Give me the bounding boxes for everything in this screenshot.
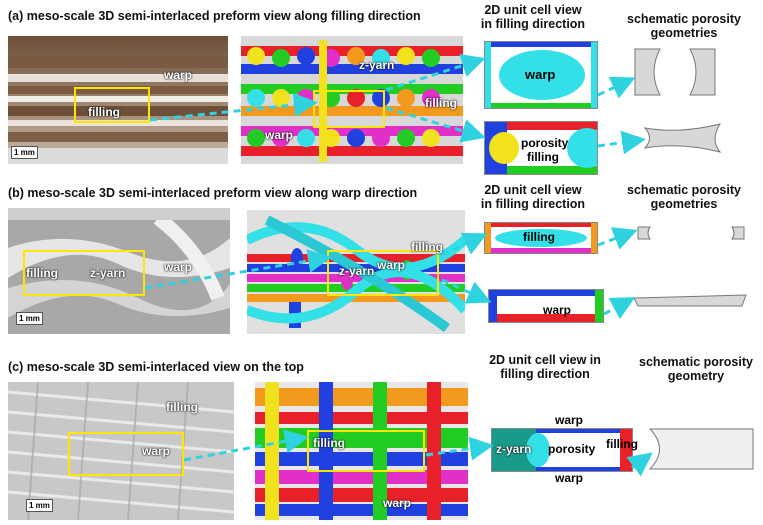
row-b-scale-bar: 1 mm — [16, 312, 43, 325]
row-a-photo-highlight — [74, 87, 150, 123]
row-a-photo-label-filling: filling — [88, 105, 120, 119]
row-b-model: z-yarn warp filling — [247, 210, 465, 334]
row-a-unit-cell-top: warp — [484, 41, 598, 109]
row-c-unit-cell-header: 2D unit cell view in filling direction — [489, 353, 601, 381]
row-c-photo-highlight — [68, 432, 184, 476]
row-a-photo-texture — [8, 36, 228, 164]
row-c-cell-label-filling: filling — [606, 437, 638, 451]
row-c-porosity-shape — [648, 428, 754, 470]
row-b-cell-label-filling: filling — [523, 230, 555, 244]
row-c-scale-bar: 1 mm — [26, 499, 53, 512]
row-c-unit-cell: z-yarn porosity — [491, 428, 633, 472]
row-c-photo: filling warp 1 mm — [8, 382, 234, 520]
row-a-porosity-shape-bottom — [643, 123, 722, 153]
row-b-porosity-shape-bottom — [633, 294, 747, 307]
row-a-model: z-yarn warp filling — [241, 36, 463, 164]
row-b-photo-label-filling: filling — [26, 266, 58, 280]
row-a-title: (a) meso-scale 3D semi-interlaced prefor… — [8, 9, 421, 23]
row-b-unit-cell-header: 2D unit cell view in filling direction — [480, 183, 586, 211]
row-b-cell-label-warp: warp — [543, 303, 572, 317]
row-c-porosity-header: schematic porosity geometry — [639, 355, 753, 383]
row-c-photo-label-filling: filling — [166, 400, 198, 414]
row-c-cell-label-zyarn: z-yarn — [496, 442, 532, 456]
row-b-photo-label-zyarn: z-yarn — [90, 266, 126, 280]
row-c-cell-label-warp-bottom: warp — [555, 471, 584, 485]
row-a-model-label-zyarn: z-yarn — [359, 58, 395, 72]
row-a-cell-label-warp: warp — [525, 67, 556, 82]
row-c-model-label-warp: warp — [383, 496, 412, 510]
row-a-photo-label-warp: warp — [164, 68, 193, 82]
row-c-cell-label-warp-top: warp — [555, 413, 584, 427]
row-b-porosity-shape-top — [637, 226, 745, 240]
row-a-porosity-shape-top — [634, 48, 716, 96]
row-c-photo-texture — [8, 382, 234, 520]
row-c-model-label-filling: filling — [313, 436, 345, 450]
row-b-photo: filling z-yarn warp 1 mm — [8, 208, 230, 334]
row-b-model-graphic — [247, 215, 465, 333]
row-b-unit-cell-top: filling — [484, 222, 598, 254]
row-b-model-label-filling: filling — [411, 240, 443, 254]
row-a-unit-cell-header: 2D unit cell view in filling direction — [480, 3, 586, 31]
row-a-cell-label-filling: filling — [527, 150, 559, 164]
row-b-photo-highlight — [23, 250, 145, 296]
row-b-title: (b) meso-scale 3D semi-interlaced prefor… — [8, 186, 418, 200]
row-c-cell-label-porosity: porosity — [548, 442, 596, 456]
row-a-model-highlight — [313, 90, 385, 128]
row-a-scale-bar: 1 mm — [11, 146, 38, 159]
row-a-cell-label-porosity: porosity — [521, 136, 569, 150]
row-a-model-label-warp: warp — [265, 128, 294, 142]
row-a-photo: warp filling 1 mm — [8, 36, 228, 164]
row-b-photo-label-warp: warp — [164, 260, 193, 274]
row-c-photo-label-warp: warp — [142, 444, 171, 458]
row-b-porosity-header: schematic porosity geometries — [627, 183, 741, 211]
row-a-porosity-header: schematic porosity geometries — [627, 12, 741, 40]
row-b-model-label-zyarn: z-yarn — [339, 264, 375, 278]
row-a-unit-cell-bottom: porosity filling — [484, 121, 598, 175]
row-c-model: filling warp — [255, 382, 468, 520]
row-b-model-highlight — [327, 250, 439, 296]
row-c-title: (c) meso-scale 3D semi-interlaced view o… — [8, 360, 304, 374]
row-a-model-label-filling: filling — [425, 96, 457, 110]
row-b-model-label-warp: warp — [377, 258, 406, 272]
row-b-unit-cell-bottom: warp — [488, 289, 604, 323]
